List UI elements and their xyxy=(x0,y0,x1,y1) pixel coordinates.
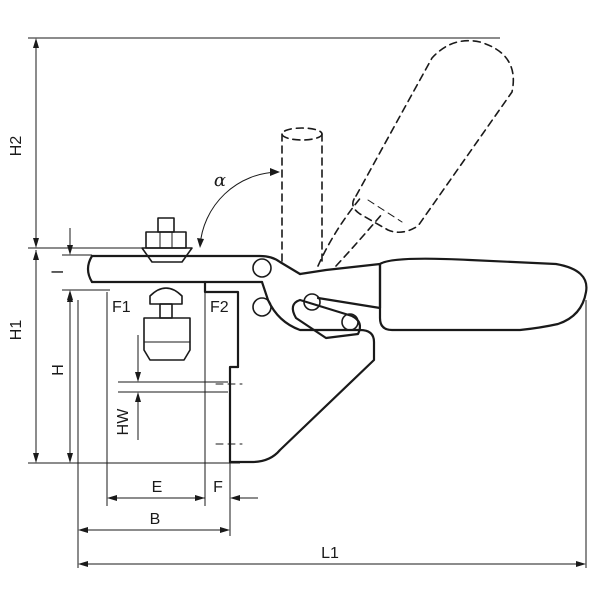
label-l1: L1 xyxy=(321,545,339,562)
label-hw: HW xyxy=(115,408,132,436)
dimension-b xyxy=(78,527,230,533)
dimension-hw xyxy=(135,335,141,440)
spindle-assembly xyxy=(141,217,193,361)
label-h2: H2 xyxy=(8,136,25,157)
dimension-h2 xyxy=(33,38,39,248)
dimension-labels: H2 H1 H l HW F1 F2 E F B L1 α xyxy=(8,136,339,562)
dimension-l xyxy=(67,228,73,318)
handle-open-phantom xyxy=(281,39,514,267)
label-b: B xyxy=(150,511,161,528)
label-f1: F1 xyxy=(112,299,131,316)
linkage-closed xyxy=(252,258,382,340)
label-e: E xyxy=(152,479,163,496)
clamp-body xyxy=(86,254,376,464)
extension-lines xyxy=(28,37,587,568)
label-f: F xyxy=(213,479,223,496)
label-h1: H1 xyxy=(8,320,25,341)
dimension-alpha-arc xyxy=(197,168,280,248)
label-h: H xyxy=(50,364,67,376)
dimension-h1 xyxy=(33,250,39,463)
dimension-l1 xyxy=(78,561,586,567)
label-l: l xyxy=(50,270,67,274)
label-alpha: α xyxy=(214,170,226,191)
label-f2: F2 xyxy=(210,299,229,316)
handle-grip-closed xyxy=(378,257,588,332)
dimension-f xyxy=(195,495,258,501)
